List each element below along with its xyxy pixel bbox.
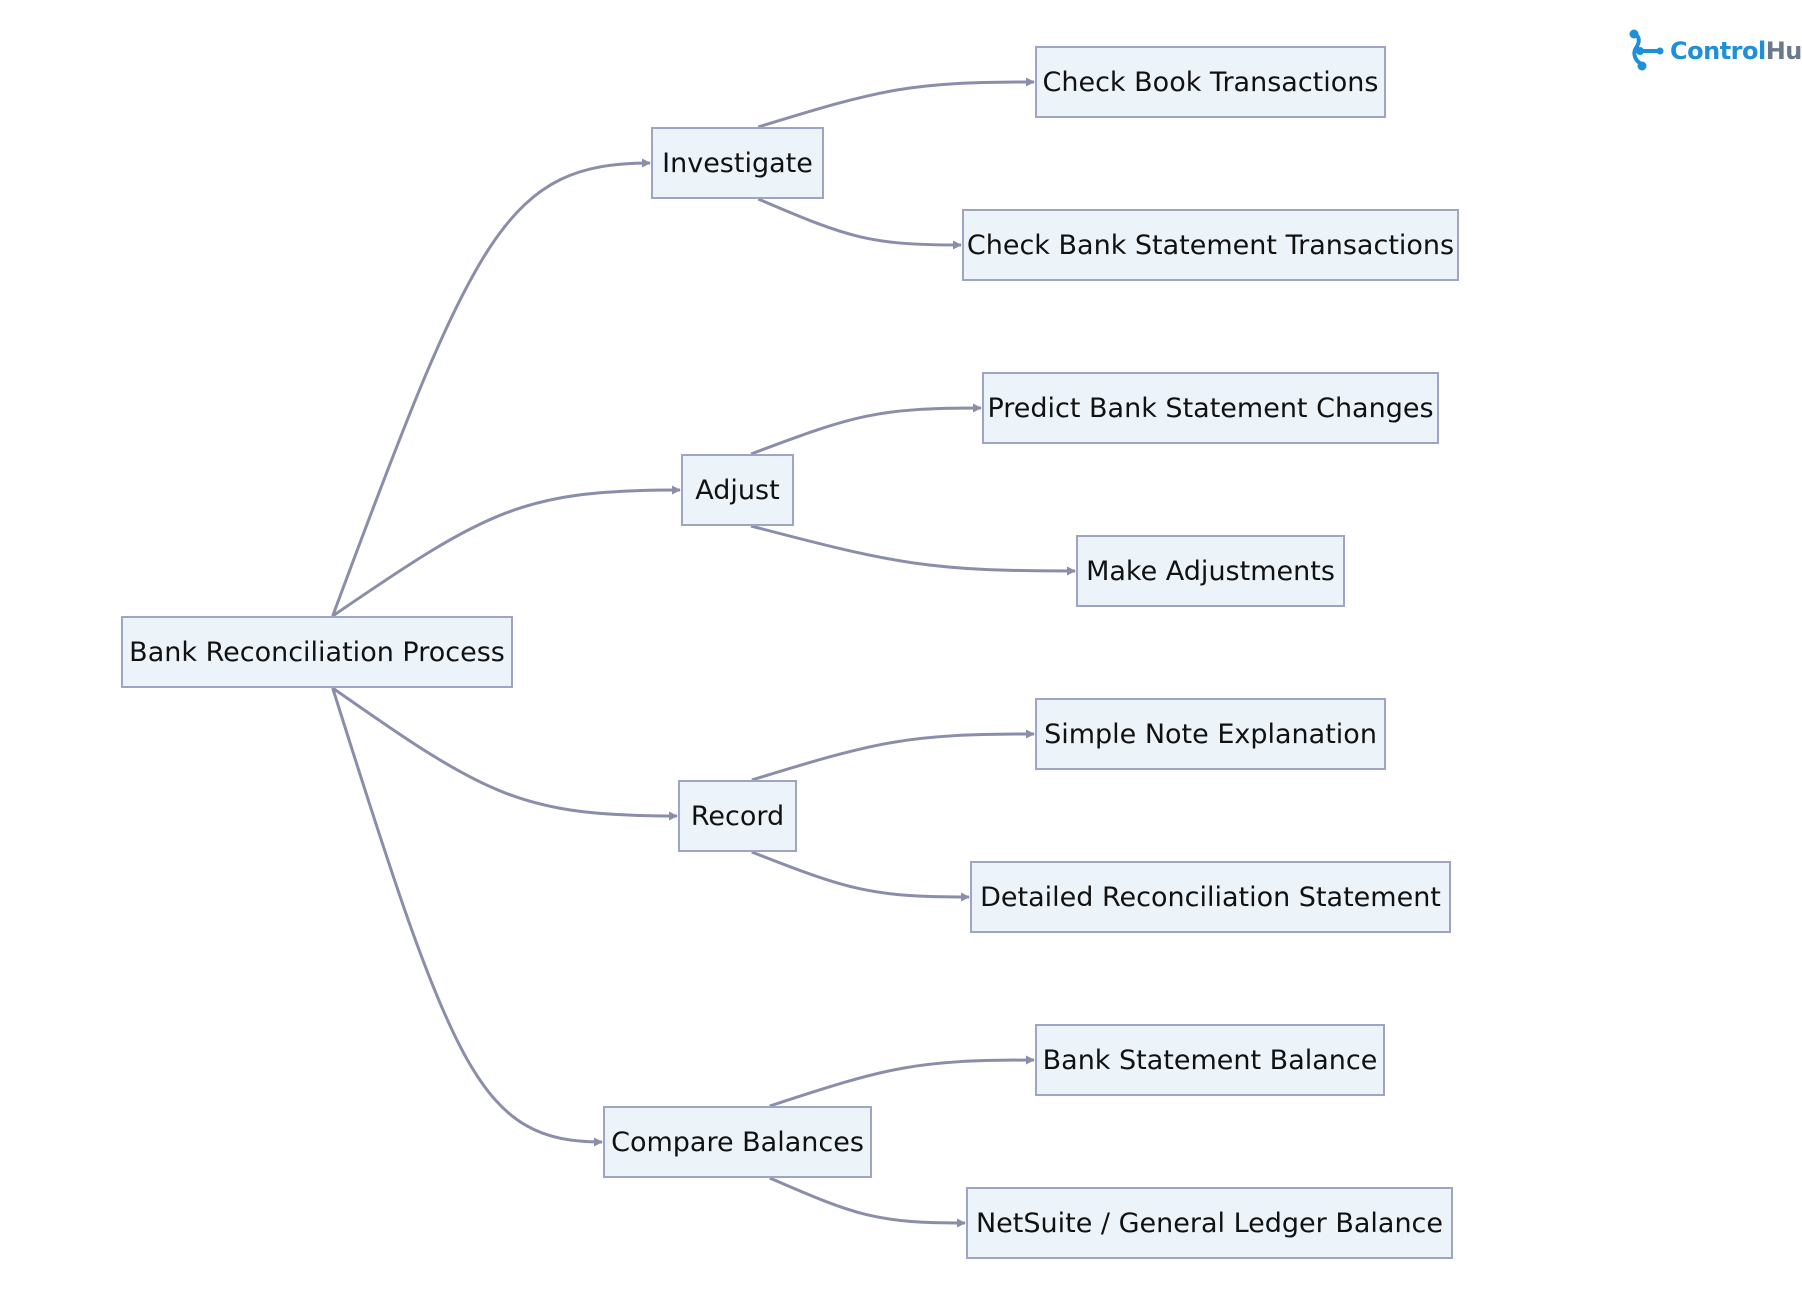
edge-record-to-simple_note (751, 729, 1035, 782)
node-make-adjustments: Make Adjustments (1076, 535, 1345, 607)
node-simple-note-explanation: Simple Note Explanation (1035, 698, 1386, 770)
node-compare-balances: Compare Balances (603, 1106, 872, 1178)
node-check-book-transactions: Check Book Transactions (1035, 46, 1386, 118)
node-investigate: Investigate (651, 127, 824, 199)
node-record: Record (678, 780, 797, 852)
edge-root-to-compare (331, 687, 603, 1147)
node-netsuite-general-ledger-balance: NetSuite / General Ledger Balance (966, 1187, 1453, 1259)
edge-compare-to-netsuite (769, 1176, 966, 1228)
controlhub-logo: ControlHub (1626, 28, 1802, 74)
edge-root-to-investigate (331, 158, 651, 617)
edge-investigate-to-check_book (757, 77, 1035, 129)
edge-adjust-to-make_adj (750, 524, 1076, 576)
node-root: Bank Reconciliation Process (121, 616, 513, 688)
node-adjust: Adjust (681, 454, 794, 526)
edge-adjust-to-predict (750, 403, 982, 456)
edge-investigate-to-check_bank (757, 197, 962, 250)
node-detailed-reconciliation-statement: Detailed Reconciliation Statement (970, 861, 1451, 933)
edge-root-to-adjust (331, 485, 681, 618)
controlhub-logo-icon (1629, 29, 1664, 71)
edge-root-to-record (331, 686, 678, 821)
node-predict-bank-statement-changes: Predict Bank Statement Changes (982, 372, 1439, 444)
node-check-bank-statement-transactions: Check Bank Statement Transactions (962, 209, 1459, 281)
edge-compare-to-bank_balance (769, 1055, 1035, 1108)
controlhub-logo-text: ControlHub (1670, 37, 1802, 65)
node-bank-statement-balance: Bank Statement Balance (1035, 1024, 1385, 1096)
edge-record-to-detailed (751, 850, 970, 902)
